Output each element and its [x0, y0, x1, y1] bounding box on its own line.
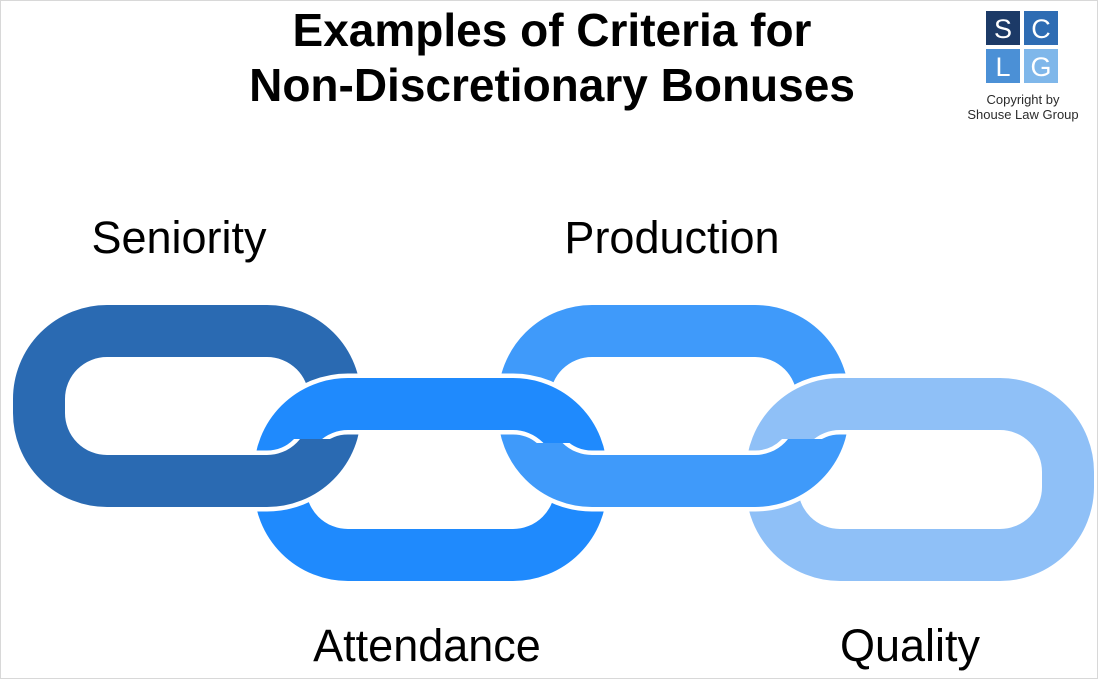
- label-seniority: Seniority: [91, 212, 267, 263]
- copyright-line1: Copyright by: [986, 92, 1060, 107]
- shouse-law-group-branding: S C L G Copyright by Shouse Law Group: [950, 1, 1096, 122]
- page-title-line2: Non-Discretionary Bonuses: [249, 59, 855, 111]
- label-quality: Quality: [839, 620, 981, 671]
- copyright-notice: Copyright by Shouse Law Group: [950, 92, 1096, 122]
- logo-letter-s: S: [994, 14, 1012, 44]
- page-title: Examples of Criteria for Non-Discretiona…: [249, 3, 855, 113]
- copyright-line2: Shouse Law Group: [967, 107, 1079, 122]
- logo-letter-c: C: [1031, 14, 1051, 44]
- sclg-logo-icon: S C L G: [986, 11, 1058, 83]
- logo-letter-l: L: [995, 52, 1010, 82]
- label-attendance: Attendance: [313, 620, 541, 671]
- logo-letter-g: G: [1030, 52, 1051, 82]
- label-production: Production: [564, 212, 780, 263]
- page-title-line1: Examples of Criteria for: [292, 4, 812, 56]
